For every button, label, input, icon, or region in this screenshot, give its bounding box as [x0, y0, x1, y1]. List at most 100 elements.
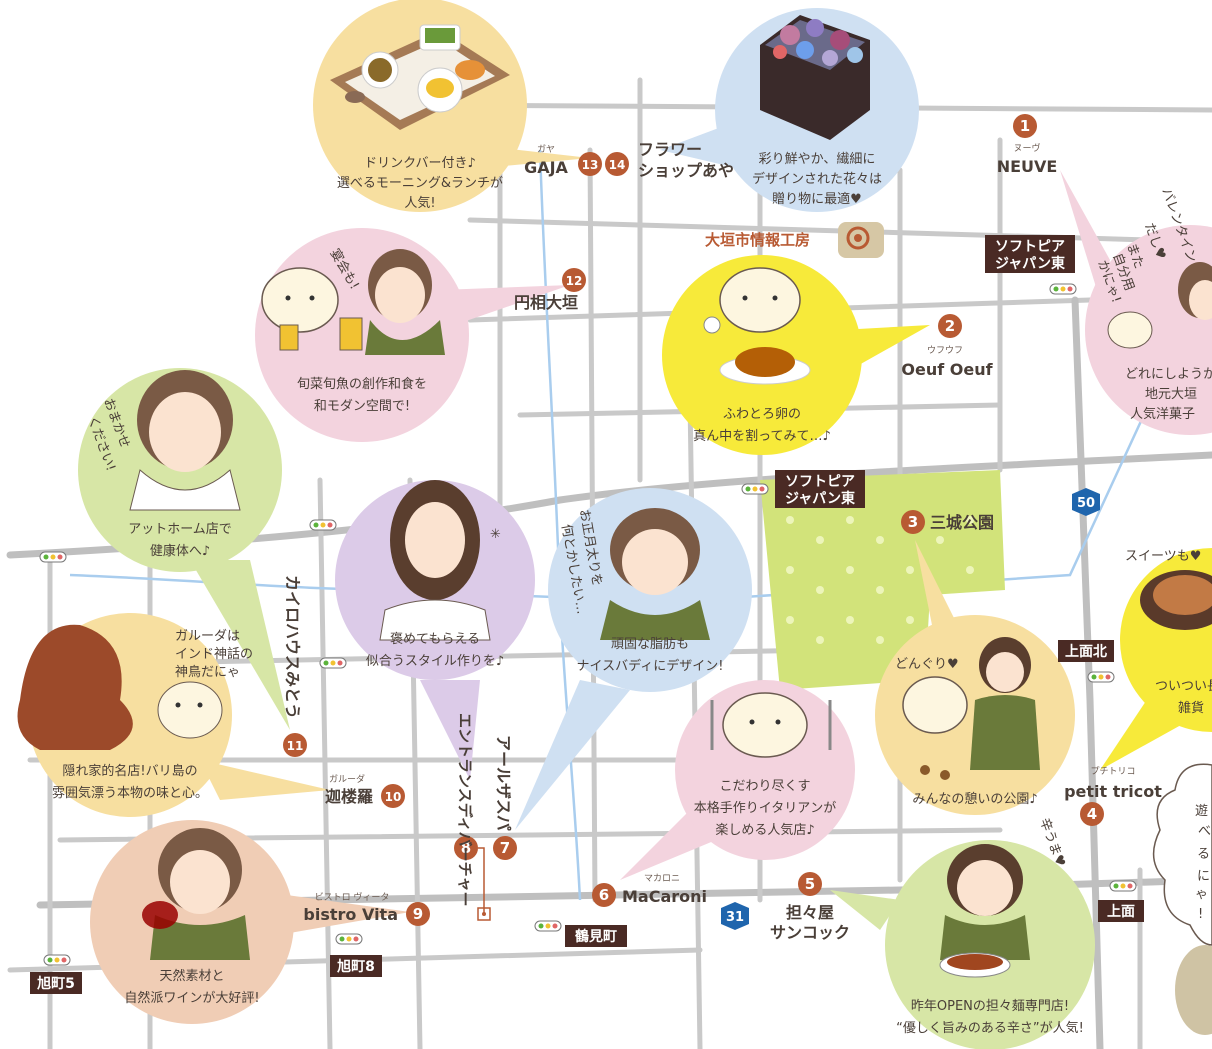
place-alsaspa[interactable]: 7 アールザスパ [493, 735, 517, 860]
place-ensou-ogaki[interactable]: 12 円相大垣 [514, 268, 586, 312]
svg-text:ガヤ: ガヤ [537, 144, 555, 155]
cloud-text-4: に [1197, 869, 1210, 884]
svg-text:4: 4 [1087, 805, 1097, 823]
svg-text:担々屋: 担々屋 [786, 903, 834, 922]
flower-box-illustration [760, 15, 870, 140]
flower-caption-line2: デザインされた花々は [752, 171, 882, 187]
svg-text:迦楼羅: 迦楼羅 [325, 787, 373, 806]
svg-text:31: 31 [726, 910, 744, 925]
svg-text:9: 9 [413, 905, 423, 923]
traffic-light-icon [335, 933, 363, 945]
svg-text:12: 12 [566, 274, 583, 288]
svg-text:ショップあや: ショップあや [638, 161, 734, 180]
place-oeuf-oeuf[interactable]: 2 ウフウフ Oeuf Oeuf [901, 314, 994, 379]
place-sanjo-park[interactable]: 3 三城公園 [901, 510, 994, 534]
entrance-caption-line2: 似合うスタイル作りを♪ [366, 654, 504, 669]
macaroni-caption-line3: 楽しめる人気店♪ [715, 822, 814, 838]
svg-text:Oeuf Oeuf: Oeuf Oeuf [901, 360, 993, 379]
svg-text:8: 8 [461, 839, 471, 857]
svg-text:petit tricot: petit tricot [1064, 782, 1162, 801]
svg-text:1: 1 [1020, 117, 1030, 135]
svg-text:ガルーダ: ガルーダ [329, 773, 365, 785]
place-garuda[interactable]: 10 ガルーダ 迦楼羅 [325, 773, 405, 808]
svg-text:10: 10 [385, 790, 402, 804]
svg-text:7: 7 [500, 839, 510, 857]
place-neuve[interactable]: 1 ヌーヴ NEUVE [997, 114, 1058, 176]
intersection-asahi5: 旭町5 [30, 954, 82, 994]
svg-text:アールザスパ: アールザスパ [494, 735, 513, 831]
petit-caption-line2: 雑貨 [1178, 700, 1204, 716]
svg-text:ヌーヴ: ヌーヴ [1013, 142, 1040, 154]
traffic-light-icon [39, 551, 67, 563]
sweets-plate-illustration [1140, 570, 1212, 630]
cat-and-woman-drinking-illustration [261, 249, 445, 355]
svg-text:フラワー: フラワー [638, 140, 702, 159]
bubble-macaroni: こだわり尽くす 本格手作りイタリアンが 楽しめる人気店♪ [620, 680, 855, 880]
place-flower-shop-aya[interactable]: 14 フラワー ショップあや [605, 140, 734, 180]
svg-text:11: 11 [287, 739, 304, 753]
sanjo-park-area [760, 470, 1005, 690]
place-gaja[interactable]: 13 ガヤ GAJA [524, 144, 602, 177]
cloud-text-5: ゃ [1195, 887, 1208, 902]
place-chiro-house[interactable]: 11 カイロハウスみとう [283, 575, 307, 757]
woman-eating-noodles-illustration [939, 844, 1030, 978]
bubble-flower-shop: 彩り鮮やか、繊細に デザインされた花々は 贈り物に最適♥ [660, 8, 919, 212]
svg-text:三城公園: 三城公園 [930, 513, 994, 532]
petit-caption-line1: ついつい長 [1155, 679, 1212, 694]
bubble-ensou: 宴会も! 旬菜旬魚の創作和食を 和モダン空間で! [255, 228, 570, 442]
svg-text:MaCaroni: MaCaroni [622, 887, 707, 906]
garuda-caption-line2: 雰囲気漂う本物の味と心。 [52, 785, 208, 801]
svg-text:ビストロ ヴィータ: ビストロ ヴィータ [315, 891, 390, 903]
woman-with-wine-illustration [142, 828, 250, 960]
landmark-info-kobo: 大垣市情報工房 [705, 222, 884, 258]
bubble-garuda: ガルーダは インド神話の 神鳥だにゃ 隠れ家的名店!バリ島の 雰囲気漂う本物の味… [17, 613, 330, 817]
neuve-caption-line1: どれにしようか迷 [1125, 367, 1212, 382]
route-badge-50: 50 [1072, 488, 1100, 516]
vita-caption-line1: 天然素材と [159, 968, 224, 984]
svg-text:カイロハウスみとう: カイロハウスみとう [283, 575, 302, 719]
bubble-petit-tricot: スイーツも♥ ついつい長 雑貨 [1100, 548, 1212, 770]
traffic-light-icon [319, 657, 347, 669]
svg-text:bistro Vita: bistro Vita [303, 905, 398, 924]
woman-with-bob-illustration [129, 370, 241, 511]
place-sancock[interactable]: 5 担々屋 サンコック [770, 872, 850, 942]
entrance-caption-line1: 褒めてもらえる [390, 632, 480, 647]
svg-text:旭町5: 旭町5 [36, 975, 75, 992]
place-macaroni[interactable]: 6 マカロニ MaCaroni [592, 873, 707, 907]
park-speech: どんぐり♥ [895, 657, 959, 672]
svg-text:円相大垣: 円相大垣 [514, 293, 578, 312]
svg-text:上面: 上面 [1107, 904, 1135, 920]
intersection-softopia-mid: ソフトピア ジャパン東 [741, 470, 865, 508]
place-entrance-departure[interactable]: 8 エントランスディバーチャー [454, 713, 491, 921]
svg-text:大垣市情報工房: 大垣市情報工房 [705, 231, 810, 249]
traffic-light-icon [534, 920, 562, 932]
traffic-light-icon [1087, 671, 1115, 683]
bubble-chiro: おまかせ ください! アットホーム店で 健康体へ♪ [78, 368, 290, 730]
place-petit-tricot[interactable]: 4 プチトリコ petit tricot [1064, 766, 1162, 826]
svg-text:3: 3 [908, 513, 918, 531]
bubble-vita: 天然素材と 自然派ワインが大好評! [90, 820, 410, 1024]
macaroni-caption-line2: 本格手作りイタリアンが [694, 800, 836, 816]
cat-with-fork-illustration [710, 692, 832, 758]
stylish-woman-illustration [379, 480, 491, 641]
cat-thought-cloud: 遊 べ る に ゃ ! [1152, 763, 1212, 1035]
cloud-text-2: べ [1198, 824, 1211, 839]
cat-back-shape [1175, 945, 1212, 1035]
woman-resting-chin-illustration [600, 508, 710, 640]
svg-text:13: 13 [582, 158, 599, 172]
park-shape [760, 470, 1005, 690]
ensou-caption-line2: 和モダン空間で! [314, 399, 410, 414]
traffic-light-icon [43, 954, 71, 966]
svg-text:プチトリコ: プチトリコ [1090, 766, 1135, 777]
bubble-neuve: バレンタイン だし♥ また 自分用 かにゃ! どれにしようか迷 地元大垣 人気洋… [1060, 170, 1212, 435]
svg-text:50: 50 [1077, 496, 1095, 511]
gaja-caption-line1: ドリンクバー付き♪ [364, 156, 476, 171]
flower-caption-line1: 彩り鮮やか、繊細に [759, 151, 876, 167]
place-bistro-vita[interactable]: 9 ビストロ ヴィータ bistro Vita [303, 891, 430, 926]
svg-text:ソフトピア: ソフトピア [995, 239, 1065, 255]
svg-text:2: 2 [945, 317, 955, 335]
garuda-statue-and-cat-illustration [17, 624, 223, 750]
bubble-alsaspa: お正月太りを 何とかしたい… 頑固な脂肪も ナイスバディにデザイン! [515, 488, 752, 830]
svg-text:マカロニ: マカロニ [644, 873, 680, 884]
alsaspa-caption-line1: 頑固な脂肪も [611, 636, 689, 652]
